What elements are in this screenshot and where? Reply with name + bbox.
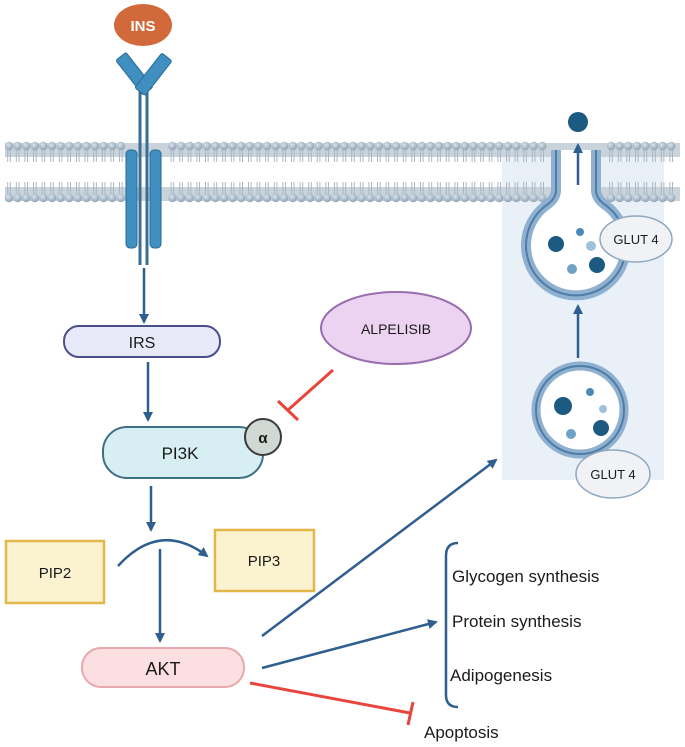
glut4-vesicle: [531, 361, 629, 459]
pip2-label: PIP2: [39, 565, 72, 582]
arrow-pip2-to-pip3: [117, 538, 209, 567]
outcome-protein: Protein synthesis: [452, 612, 581, 631]
akt-label: AKT: [145, 659, 180, 679]
akt-node: [81, 647, 245, 688]
glut4-lower-node: [575, 449, 651, 499]
irs-node: [63, 325, 221, 358]
pip3-label: PIP3: [248, 553, 281, 570]
outcome-adipo: Adipogenesis: [450, 666, 552, 685]
inhibition-akt-apoptosis: [249, 681, 415, 726]
pi3k-label: PI3K: [162, 444, 200, 463]
insulin-receptor: [116, 52, 172, 265]
insulin-label: INS: [130, 18, 155, 35]
pip3-node: [213, 528, 316, 593]
alpelisib-label: ALPELISIB: [361, 321, 431, 337]
irs-label: IRS: [129, 335, 156, 352]
inhibition-alpelisib-pi3k: [276, 368, 334, 422]
outcomes-bracket: [444, 541, 459, 709]
outcome-glycogen: Glycogen synthesis: [452, 567, 599, 586]
alpelisib-node: [320, 291, 472, 365]
alpha-label: α: [258, 430, 268, 447]
pip2-node: [4, 539, 106, 605]
glut4-upper-label: GLUT 4: [613, 232, 658, 247]
outcome-apoptosis: Apoptosis: [424, 723, 499, 742]
glut4-lower-label: GLUT 4: [590, 467, 635, 482]
glut4-fused-vesicle: [521, 112, 631, 301]
arrow-akt-to-outcomes: [261, 619, 438, 670]
arrow-akt-to-glut4: [261, 458, 498, 637]
cell-membrane: [4, 141, 680, 203]
glut4-upper-node: [599, 215, 673, 263]
insulin-ligand: INS: [114, 4, 172, 46]
pi3k-alpha-subunit: [244, 418, 282, 456]
